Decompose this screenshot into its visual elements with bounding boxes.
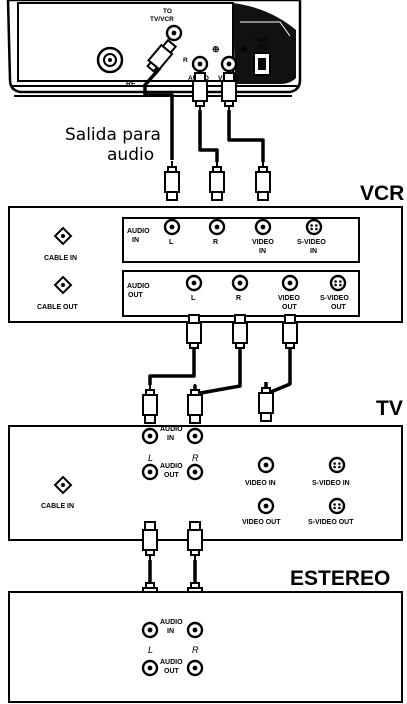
vcr-video-in-jack-icon [254,218,272,236]
vcr-svideo-in-label-2: IN [310,248,317,255]
vcr-cable-in-label: CABLE IN [44,255,77,262]
to-tv-vcr-jack-icon [165,24,183,42]
vcr-audio-out-label-1: AUDIO [127,283,150,290]
tv-audio-in-label-1: AUDIO [160,426,183,433]
plug-vcr-out-l [186,314,202,355]
stereo-title: ESTEREO [290,567,390,590]
stereo-box: AUDIO IN L R AUDIO OUT [8,591,403,703]
stereo-audio-in-label-1: AUDIO [160,619,183,626]
vcr-svideo-in-jack-icon [305,218,323,236]
rf-label: RF [126,81,136,88]
tv-audio-out-label-1: AUDIO [160,463,183,470]
plug-tv-out-r [187,521,203,562]
tv-video-in-jack-icon [257,456,275,474]
vcr-svideo-out-jack-icon [329,274,347,292]
tv-audio-in-r-jack-icon [186,427,204,445]
audio-r-jack-icon [191,55,209,73]
stereo-audio-out-l-jack-icon [141,659,159,677]
stereo-audio-in-label-2: IN [167,628,174,635]
vcr-video-out-jack-icon [281,274,299,292]
plug-vcr-out-r [232,314,248,355]
dc-label-1: +12V [254,38,268,44]
tv-audio-out-l-jack-icon [141,463,159,481]
tv-r-label: R [192,453,199,463]
tv-svideo-in-jack-icon [328,456,346,474]
vcr-svideo-out-label-2: OUT [331,304,347,311]
vcr-cable-out-label: CABLE OUT [37,304,79,311]
plug-tv-out-l [142,521,158,562]
vcr-audio-in-label-2: IN [132,237,139,244]
plug-tv-in-l [142,383,158,424]
plug-tv-in-r [187,383,203,424]
vcr-svideo-in-label-1: S-VIDEO [297,239,326,246]
vcr-out-r-jack-icon [231,274,249,292]
audio-output-callout-2: audio [107,145,154,165]
stereo-audio-out-label-1: AUDIO [160,659,183,666]
vcr-in-l-label: L [169,239,174,246]
plug-vcr-in-video [255,160,271,201]
audio-output-callout-1: Salida para [65,125,161,145]
plug-vcr-out-video [282,314,298,355]
tv-cable-in-label: CABLE IN [41,503,74,510]
stereo-audio-out-r-jack-icon [186,659,204,677]
stereo-audio-out-label-2: OUT [164,668,180,675]
vcr-video-out-label-2: OUT [282,304,298,311]
plug-tuner-out [146,38,178,73]
vcr-out-l-jack-icon [185,274,203,292]
tv-audio-in-l-jack-icon [141,427,159,445]
video-jack-icon [220,55,238,73]
tv-title: TV [376,397,403,420]
vcr-out-r-label: R [236,295,241,302]
tv-audio-out-r-jack-icon [186,463,204,481]
plug-tuner-audio-r [192,72,208,113]
tv-l-label: L [148,453,153,463]
to-tv-vcr-label-2: TV/VCR [150,16,174,23]
vcr-video-in-label-2: IN [259,248,266,255]
vcr-video-out-label-1: VIDEO [278,295,300,302]
vcr-audio-out-label-2: OUT [128,292,144,299]
stereo-audio-in-r-jack-icon [186,621,204,639]
plug-vcr-in-r [209,160,225,201]
tuner-box: RF TO TV/VCR R ⊕ AUDIO ⊕ VIDEO +12V DC [6,0,302,97]
tv-audio-out-label-2: OUT [164,472,180,479]
vcr-title: VCR [360,182,404,205]
vcr-svideo-out-label-1: S-VIDEO [320,295,349,302]
vcr-out-l-label: L [191,295,196,302]
vcr-in-r-jack-icon [208,218,226,236]
dc-power-jack-icon [253,52,271,76]
tv-svideo-in-label: S-VIDEO IN [312,480,350,487]
tv-video-in-label: VIDEO IN [245,480,276,487]
plug-tuner-video [221,72,237,113]
vcr-video-in-label-1: VIDEO [252,239,274,246]
tv-box: CABLE IN AUDIO IN L R AUDIO OUT VIDEO IN… [8,425,403,541]
plug-vcr-in-l [164,160,180,201]
rf-coax-jack-icon [96,46,124,74]
dc-label-2: DC [258,45,267,51]
vcr-audio-in-label-1: AUDIO [127,228,150,235]
plus-icon: ⊕ [240,44,248,54]
vcr-box: CABLE IN CABLE OUT AUDIO IN L R VIDEO IN… [8,206,403,323]
tv-video-out-label: VIDEO OUT [242,519,281,526]
vcr-in-r-label: R [213,239,218,246]
plus-icon: ⊕ [212,44,220,54]
stereo-l-label: L [148,645,153,655]
plug-tv-video-in [258,381,274,422]
stereo-r-label: R [192,645,199,655]
tv-audio-in-label-2: IN [167,435,174,442]
vcr-in-l-jack-icon [163,218,181,236]
tv-video-out-jack-icon [257,497,275,515]
tv-svideo-out-jack-icon [328,497,346,515]
stereo-audio-in-l-jack-icon [141,621,159,639]
tuner-r-label: R [183,57,188,64]
to-tv-vcr-label-1: TO [163,8,172,15]
tv-svideo-out-label: S-VIDEO OUT [308,519,354,526]
